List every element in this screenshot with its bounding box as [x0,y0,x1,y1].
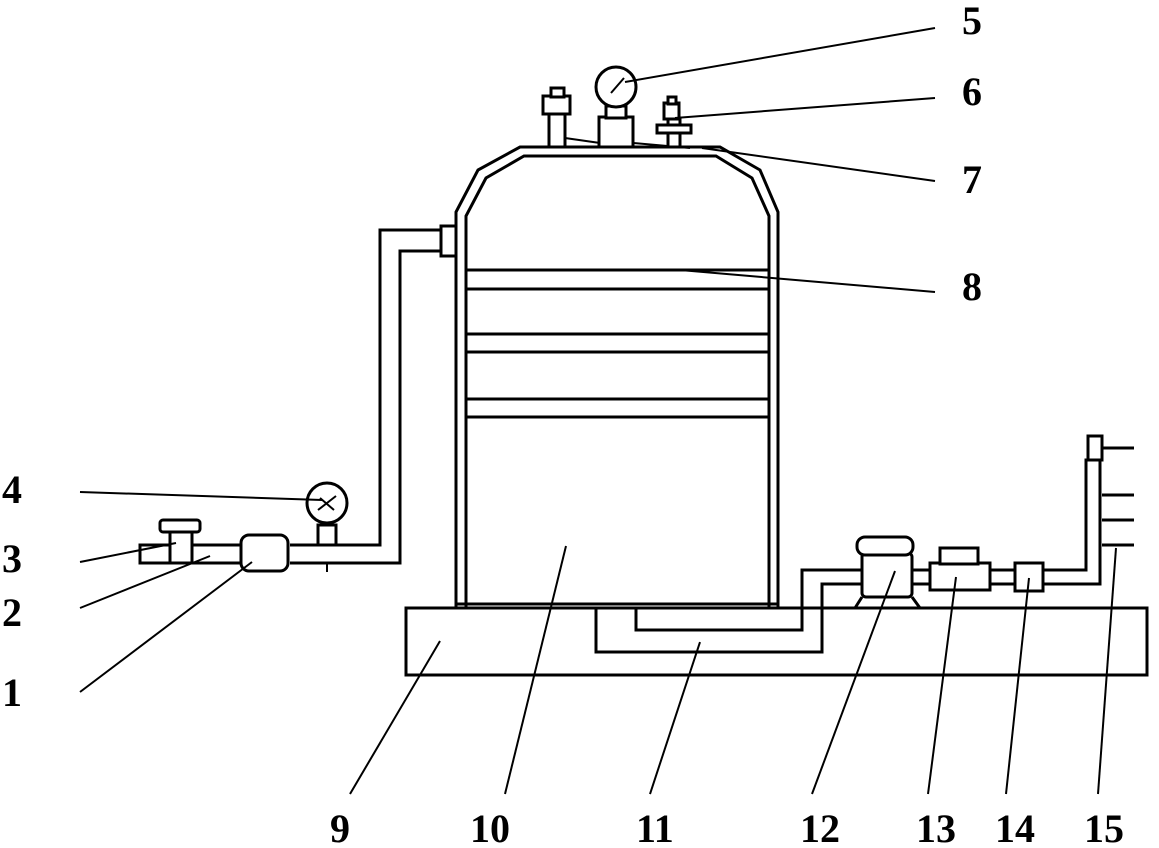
callout-9: 9 [330,806,350,848]
component-13 [928,546,992,592]
pump-discharge-pipe [912,568,930,586]
callout-12: 12 [800,806,840,848]
callout-15: 15 [1084,806,1124,848]
callout-11: 11 [636,806,674,848]
pump [853,535,922,609]
callout-7: 7 [962,157,982,202]
top-safety-valve [655,95,693,149]
callout-1: 1 [2,670,22,715]
callout-13: 13 [916,806,956,848]
callout-3: 3 [2,536,22,581]
connector-pipe [990,568,1015,586]
tank-outer-shell [454,145,780,610]
callout-6: 6 [962,69,982,114]
internal-plates [466,268,769,419]
top-pressure-gauge [594,65,691,149]
inlet-pressure-gauge [305,481,349,572]
inlet-valve [138,518,202,565]
callout-10: 10 [470,806,510,848]
base-platform [404,606,1149,677]
leader-lines [79,27,1117,795]
top-vent-valve [541,86,601,149]
tank-inner-shell [464,154,771,608]
callout-2: 2 [2,590,22,635]
callout-14: 14 [995,806,1035,848]
callout-5: 5 [962,0,982,43]
outlet-pipe [594,568,862,654]
riser-outlets [1086,434,1134,547]
callout-4: 4 [2,467,22,512]
callout-8: 8 [962,264,982,309]
riser-pipe [1043,458,1102,586]
